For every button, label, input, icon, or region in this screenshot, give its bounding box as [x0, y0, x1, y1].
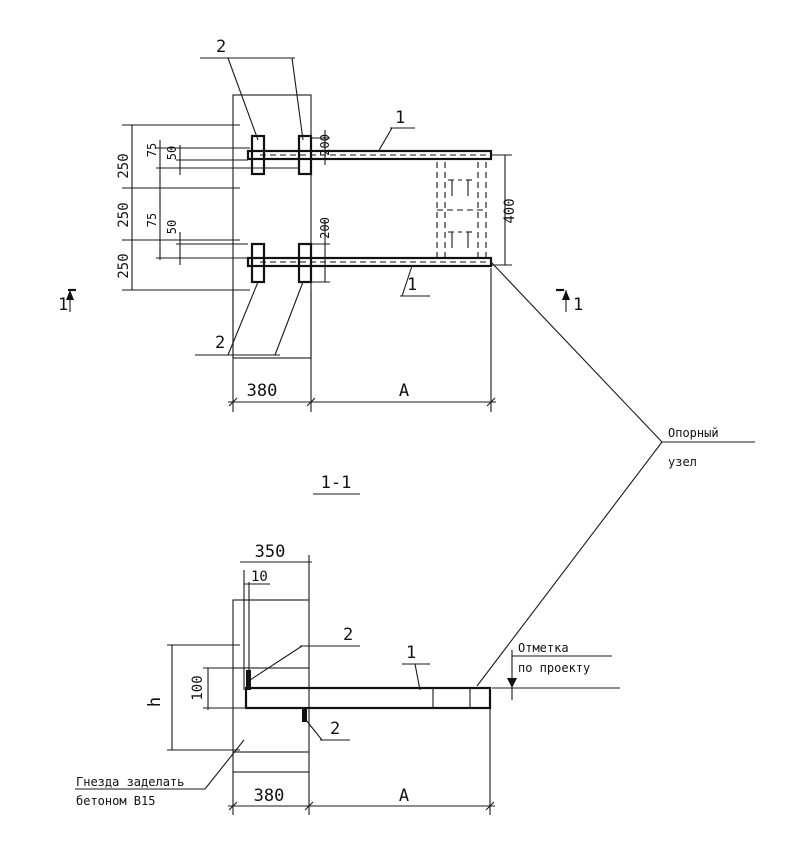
section-wall-top — [232, 599, 310, 669]
section-title: 1-1 — [321, 473, 352, 493]
section-beam — [244, 686, 492, 710]
dim-50-a: 50 — [165, 146, 179, 160]
dim-75-a: 75 — [145, 143, 159, 157]
section-plate-bottom — [302, 708, 307, 722]
section-dim-10: 10 — [251, 569, 268, 585]
section-pos-2-top: 2 — [343, 625, 353, 645]
plan-pos-1-bottom: 1 — [407, 275, 417, 295]
section-pos-1: 1 — [406, 643, 416, 663]
dim-400: 400 — [502, 198, 518, 223]
plan-wall — [232, 94, 312, 359]
dim-50-b: 50 — [165, 220, 179, 234]
section-mark-left: 1 — [58, 295, 68, 315]
section-mark-right: 1 — [573, 295, 583, 315]
plan-pos-2-top: 2 — [216, 37, 226, 57]
level-label-2: по проекту — [518, 661, 590, 675]
level-label-1: Отметка — [518, 641, 569, 655]
section-pos-2-bottom: 2 — [330, 719, 340, 739]
plan-plate-tl — [250, 134, 266, 176]
section-span-A: A — [399, 786, 409, 806]
plan-pos-2-bottom: 2 — [215, 333, 225, 353]
note-line-1: Гнезда заделать — [76, 775, 184, 789]
dim-250-b: 250 — [116, 202, 132, 227]
section-dim-h: h — [145, 697, 165, 707]
plan-dashed-frame — [436, 162, 487, 260]
section-view: 1-1 350 10 h 100 2 1 — [75, 473, 620, 815]
plan-span-A: A — [399, 381, 409, 401]
note-line-2: бетоном B15 — [76, 794, 155, 808]
section-dim-350: 350 — [255, 542, 286, 562]
plan-pocket-bottom — [240, 240, 308, 282]
dim-75-b: 75 — [145, 213, 159, 227]
dim-200-bottom: 200 — [318, 217, 332, 239]
plan-plate-br — [297, 242, 313, 284]
support-node-leader — [476, 261, 755, 687]
support-node-label-1: Опорный — [668, 426, 719, 440]
plan-left-dimensions — [122, 124, 300, 291]
section-wall-bottom — [232, 751, 310, 773]
plan-view: 250 75 50 250 75 50 250 200 200 400 380 … — [58, 37, 583, 412]
section-wall-width: 380 — [254, 786, 285, 806]
dim-200-top: 200 — [318, 134, 332, 156]
plan-pos-1-top: 1 — [395, 108, 405, 128]
dim-250-c: 250 — [116, 253, 132, 278]
plan-wall-width: 380 — [247, 381, 278, 401]
section-dim-100: 100 — [190, 675, 206, 700]
plan-plate-tr — [297, 134, 313, 176]
dim-250-a: 250 — [116, 153, 132, 178]
support-node-label-2: узел — [668, 455, 697, 469]
